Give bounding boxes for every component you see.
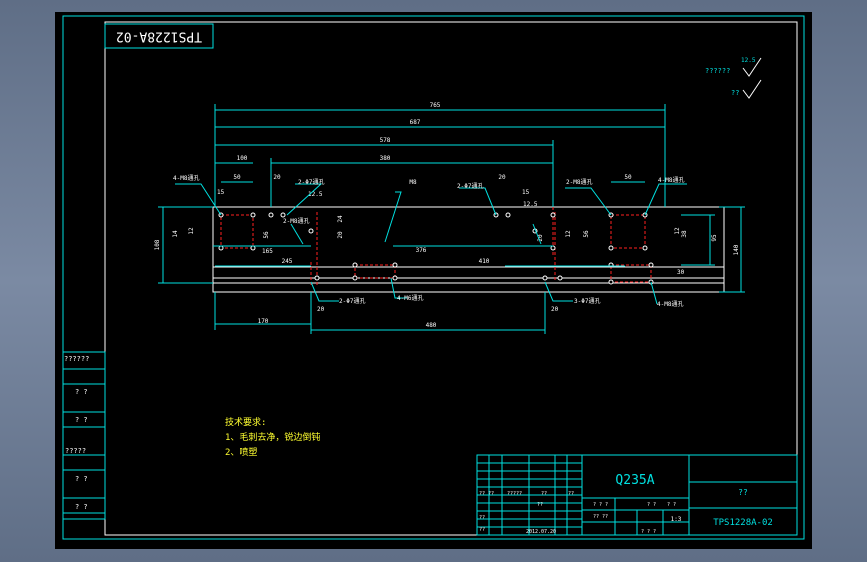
dim-12-a: 12 xyxy=(188,227,195,235)
dim-12-5-b: 12.5 xyxy=(523,201,538,208)
callout-bottom-m6: 4-M6通孔 xyxy=(397,294,423,302)
rotated-code-box: TPS1228A-02 xyxy=(104,23,214,49)
dim-480: 480 xyxy=(426,322,437,329)
dim-20-e: 20 xyxy=(537,234,544,242)
company-text: ?? xyxy=(738,488,748,497)
outer-frame xyxy=(62,15,805,540)
roughness-label-2: ?? xyxy=(731,89,739,97)
dim-50-right: 50 xyxy=(624,174,632,181)
callouts: 4-M8通孔 2-Φ7通孔 2-Φ7通孔 2-M8通孔 4-M8通孔 2-M8通… xyxy=(173,174,684,308)
tb-label-12: ? ? ? xyxy=(641,529,656,535)
callout-tl-holes: 4-M8通孔 xyxy=(173,174,199,182)
left-strip: ?????? ? ? ? ? ????? ? ? ? ? xyxy=(62,351,106,520)
notes-heading: 技术要求: xyxy=(225,416,266,428)
dim-15-left: 15 xyxy=(217,189,225,196)
dim-20-b: 20 xyxy=(498,174,506,181)
roughness-label-1: ?????? xyxy=(705,67,730,75)
dim-108: 108 xyxy=(154,239,161,250)
scale-text: 1:3 xyxy=(671,516,682,523)
roughness-symbols: ?????? 12.5 ?? xyxy=(705,57,762,99)
roughness-check-icon xyxy=(742,57,762,77)
dim-20-d: 20 xyxy=(337,231,344,239)
tb-label-2: ????? xyxy=(507,491,522,497)
left-strip-label-5: ? ? xyxy=(75,475,88,483)
dimension-lines xyxy=(158,104,745,334)
dim-578: 578 xyxy=(380,137,391,144)
leader-lines xyxy=(175,183,687,305)
title-block: Q235A ?? TPS1228A-02 1:3 2012.07.20 ?? ?… xyxy=(476,454,798,536)
dim-50-left: 50 xyxy=(233,174,241,181)
drawing-canvas: TPS1228A-02 ?????? 12.5 ?? xyxy=(62,15,805,540)
center-mark: M8 xyxy=(409,179,417,186)
tb-label-11: ?? xyxy=(537,502,543,508)
dim-20-c: 20 xyxy=(317,306,325,313)
callout-br-phi: 3-Φ7通孔 xyxy=(574,297,600,305)
dimension-labels: 765 687 578 100 380 50 50 20 20 15 15 12… xyxy=(154,102,740,329)
dim-12-c: 12 xyxy=(674,227,681,235)
date-text: 2012.07.20 xyxy=(526,529,556,535)
dim-95: 95 xyxy=(711,234,718,242)
tb-label-6: ? ? ? xyxy=(593,502,608,508)
dim-376: 376 xyxy=(416,247,427,254)
dim-380: 380 xyxy=(380,155,391,162)
hole-groups xyxy=(218,197,654,287)
dim-15-right: 15 xyxy=(522,189,530,196)
left-strip-label-3: ? ? xyxy=(75,416,88,424)
callout-tr-holes: 4-M8通孔 xyxy=(658,176,684,184)
left-strip-label-6: ? ? xyxy=(75,503,88,511)
left-strip-label-1: ?????? xyxy=(64,355,89,363)
tb-label-5: ?? xyxy=(479,515,485,521)
callout-mid-m8: 2-M8通孔 xyxy=(566,178,592,186)
dim-56-left: 56 xyxy=(263,231,270,239)
dim-56-right: 56 xyxy=(583,230,590,238)
dim-245: 245 xyxy=(282,258,293,265)
tb-label-9: ?? ?? xyxy=(593,514,608,520)
callout-bottom-phi: 2-Φ7通孔 xyxy=(339,297,365,305)
material-text: Q235A xyxy=(615,473,654,488)
tb-label-8: ? ? xyxy=(667,502,676,508)
dim-38: 38 xyxy=(681,230,688,238)
dim-165: 165 xyxy=(262,248,273,255)
callout-br-m8: 4-M8通孔 xyxy=(657,300,683,308)
dim-24: 24 xyxy=(337,215,344,223)
dim-170: 170 xyxy=(258,318,269,325)
tb-label-10: ?? xyxy=(479,527,485,533)
left-strip-label-2: ? ? xyxy=(75,388,88,396)
dim-20-f: 20 xyxy=(551,306,559,313)
dim-140: 140 xyxy=(733,244,740,255)
dim-20-a: 20 xyxy=(273,174,281,181)
drawing-number: TPS1228A-02 xyxy=(713,518,773,528)
inner-border xyxy=(104,21,798,536)
dim-14: 14 xyxy=(172,230,179,238)
dim-30: 30 xyxy=(677,269,685,276)
callout-phi-mid: 2-Φ7通孔 xyxy=(457,182,483,190)
callout-inner-m8: 2-M8通孔 xyxy=(283,217,309,225)
part-outline xyxy=(212,206,725,293)
notes-line-1: 1、毛刺去净，锐边倒钝 xyxy=(225,431,320,443)
dim-12-b: 12 xyxy=(565,230,572,238)
dim-12-5-a: 12.5 xyxy=(308,191,323,198)
tb-label-4: ?? xyxy=(568,491,574,497)
roughness-check-icon-2 xyxy=(742,79,762,99)
dim-410: 410 xyxy=(479,258,490,265)
left-strip-label-4: ????? xyxy=(65,447,86,455)
dim-100: 100 xyxy=(237,155,248,162)
drawing-viewport[interactable]: TPS1228A-02 ?????? 12.5 ?? xyxy=(55,12,812,549)
tb-label-3: ?? xyxy=(541,491,547,497)
tb-label-1: ?? ?? xyxy=(479,491,494,497)
callout-phi-left: 2-Φ7通孔 xyxy=(298,178,324,186)
dim-765: 765 xyxy=(430,102,441,109)
technical-notes: 技术要求: 1、毛刺去净，锐边倒钝 2、喷塑 xyxy=(225,416,320,458)
roughness-value-1: 12.5 xyxy=(741,57,756,64)
tb-label-7: ? ? xyxy=(647,502,656,508)
rotated-code-text: TPS1228A-02 xyxy=(116,29,202,44)
notes-line-2: 2、喷塑 xyxy=(225,447,257,458)
dim-687: 687 xyxy=(410,119,421,126)
